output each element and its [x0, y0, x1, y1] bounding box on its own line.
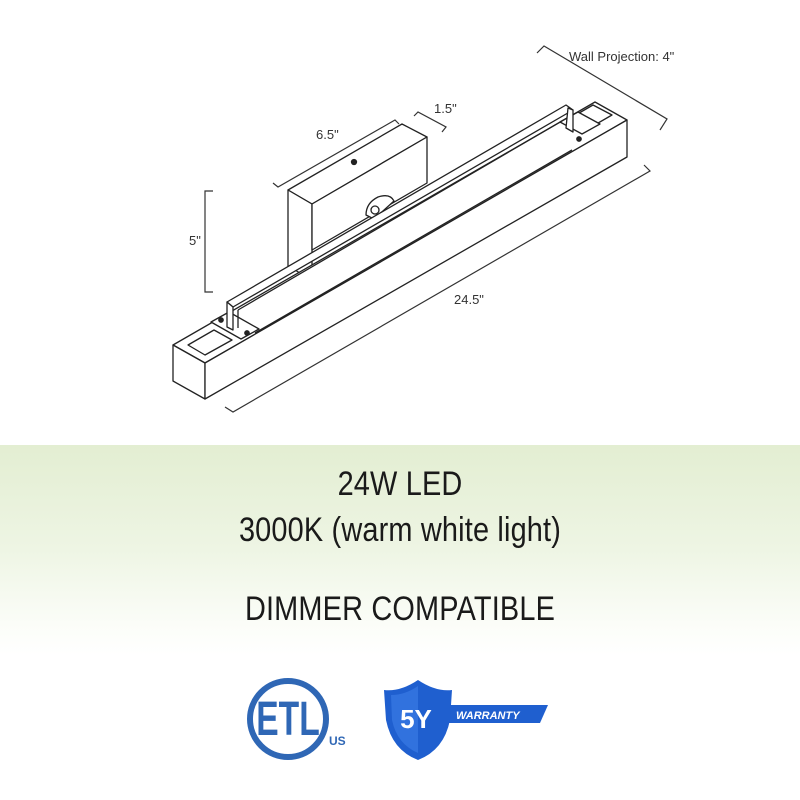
wall-projection-label: Wall Projection: 4": [569, 49, 675, 64]
warranty-label: WARRANTY: [456, 710, 521, 722]
certification-logos: ETL US 5Y WARRANTY: [247, 678, 548, 760]
fixture-dimension-drawing: Wall Projection: 4" 6.5" 1.5" 5" 24.5": [172, 45, 675, 413]
dimmer-compatible-text: DIMMER COMPATIBLE: [244, 590, 556, 628]
backplate-depth-label: 1.5": [434, 101, 457, 116]
specs-background-band: [0, 445, 800, 655]
warranty-years: 5Y: [400, 704, 432, 734]
wattage-text: 24W LED: [337, 465, 463, 503]
handle-bar: [226, 104, 574, 331]
us-label: US: [329, 734, 346, 748]
color-temperature-text: 3000K (warm white light): [238, 511, 562, 549]
svg-text:ETL: ETL: [256, 691, 319, 746]
backplate-width-label: 6.5": [316, 127, 339, 142]
warranty-badge: 5Y WARRANTY: [384, 680, 548, 760]
height-label: 5": [189, 233, 201, 248]
backplate: [287, 123, 428, 281]
etl-listed-logo: ETL US: [247, 678, 346, 760]
length-label: 24.5": [454, 292, 484, 307]
